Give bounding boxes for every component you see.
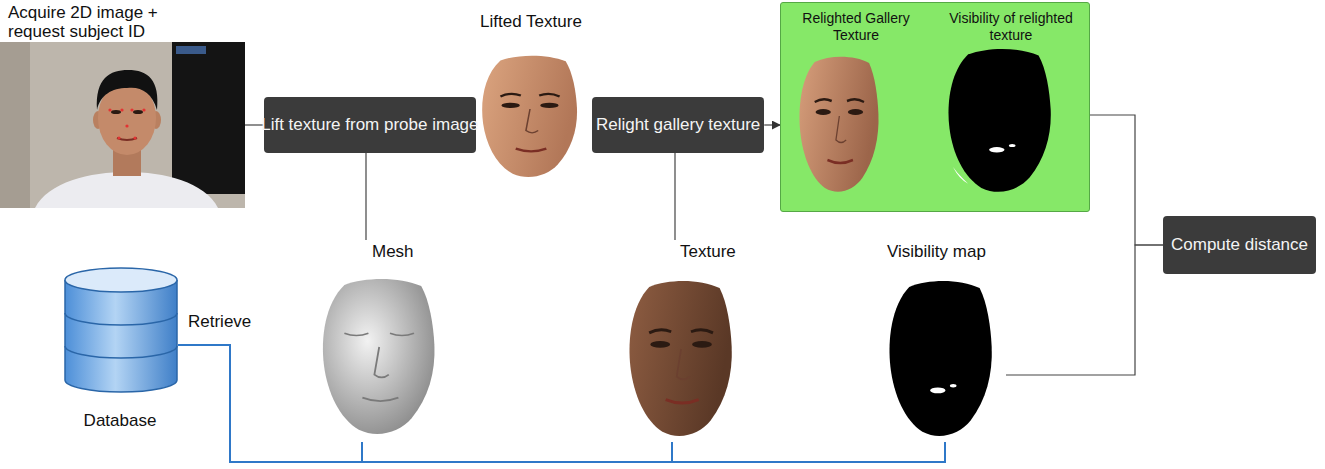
photo-monitor [172, 42, 245, 194]
figure-label: Visibility map [887, 242, 1006, 261]
database-cylinder [65, 268, 177, 392]
figure-label: Texture [680, 242, 758, 261]
photo-eye [133, 110, 143, 114]
visibility-map-image [889, 281, 991, 436]
visibility-figure: Visibility map [875, 240, 1006, 442]
photo-monitor [176, 46, 206, 54]
lifted-texture-image [482, 56, 577, 177]
database: Database [62, 265, 178, 435]
lifted-texture: Lifted Texture [470, 8, 592, 185]
connector-line [1006, 245, 1163, 375]
mesh-image [323, 279, 435, 434]
panel-label: Visibility of relighted texture [936, 10, 1086, 44]
retrieve-link [178, 345, 672, 462]
gallery-texture-image [629, 281, 731, 436]
process-label: Relight gallery texture [596, 115, 760, 135]
result-panel: Relighted Gallery Texture Visibility of r… [780, 2, 1090, 212]
retrieve-label: Retrieve [188, 312, 251, 331]
probe-photo [0, 42, 245, 208]
process-label: Lift texture from probe image [261, 115, 478, 135]
process-box: Compute distance [1163, 216, 1316, 274]
panel-label: Relighted Gallery Texture [791, 10, 921, 44]
process-box: Relight gallery texture [592, 97, 764, 153]
retrieve-link [178, 345, 362, 462]
connector-line [245, 124, 264, 125]
relighted-texture-image [799, 57, 878, 192]
photo-hair [97, 70, 158, 110]
connector-line [764, 124, 780, 125]
retrieve-link [178, 345, 945, 462]
texture-figure: Texture [612, 240, 758, 442]
connector-line [1090, 115, 1163, 245]
result-images [781, 3, 1088, 210]
photo-eye [111, 110, 121, 114]
process-label: Compute distance [1171, 235, 1308, 255]
photo-wall [0, 42, 30, 208]
input-photo: Acquire 2D image + request subject ID [0, 0, 245, 208]
step-heading: Acquire 2D image + request subject ID [8, 3, 173, 41]
photo-shirt [35, 172, 218, 208]
mesh-figure: Mesh [300, 240, 451, 442]
figure-label: Mesh [372, 242, 451, 261]
relighted-visibility-image [948, 49, 1050, 192]
connector-line [674, 153, 675, 240]
connector-line [365, 153, 366, 240]
landmark-dots [108, 108, 145, 139]
process-box: Lift texture from probe image [264, 97, 476, 153]
photo-wall [0, 42, 245, 208]
figure-label: Lifted Texture [470, 12, 592, 31]
database-label: Database [84, 411, 157, 430]
